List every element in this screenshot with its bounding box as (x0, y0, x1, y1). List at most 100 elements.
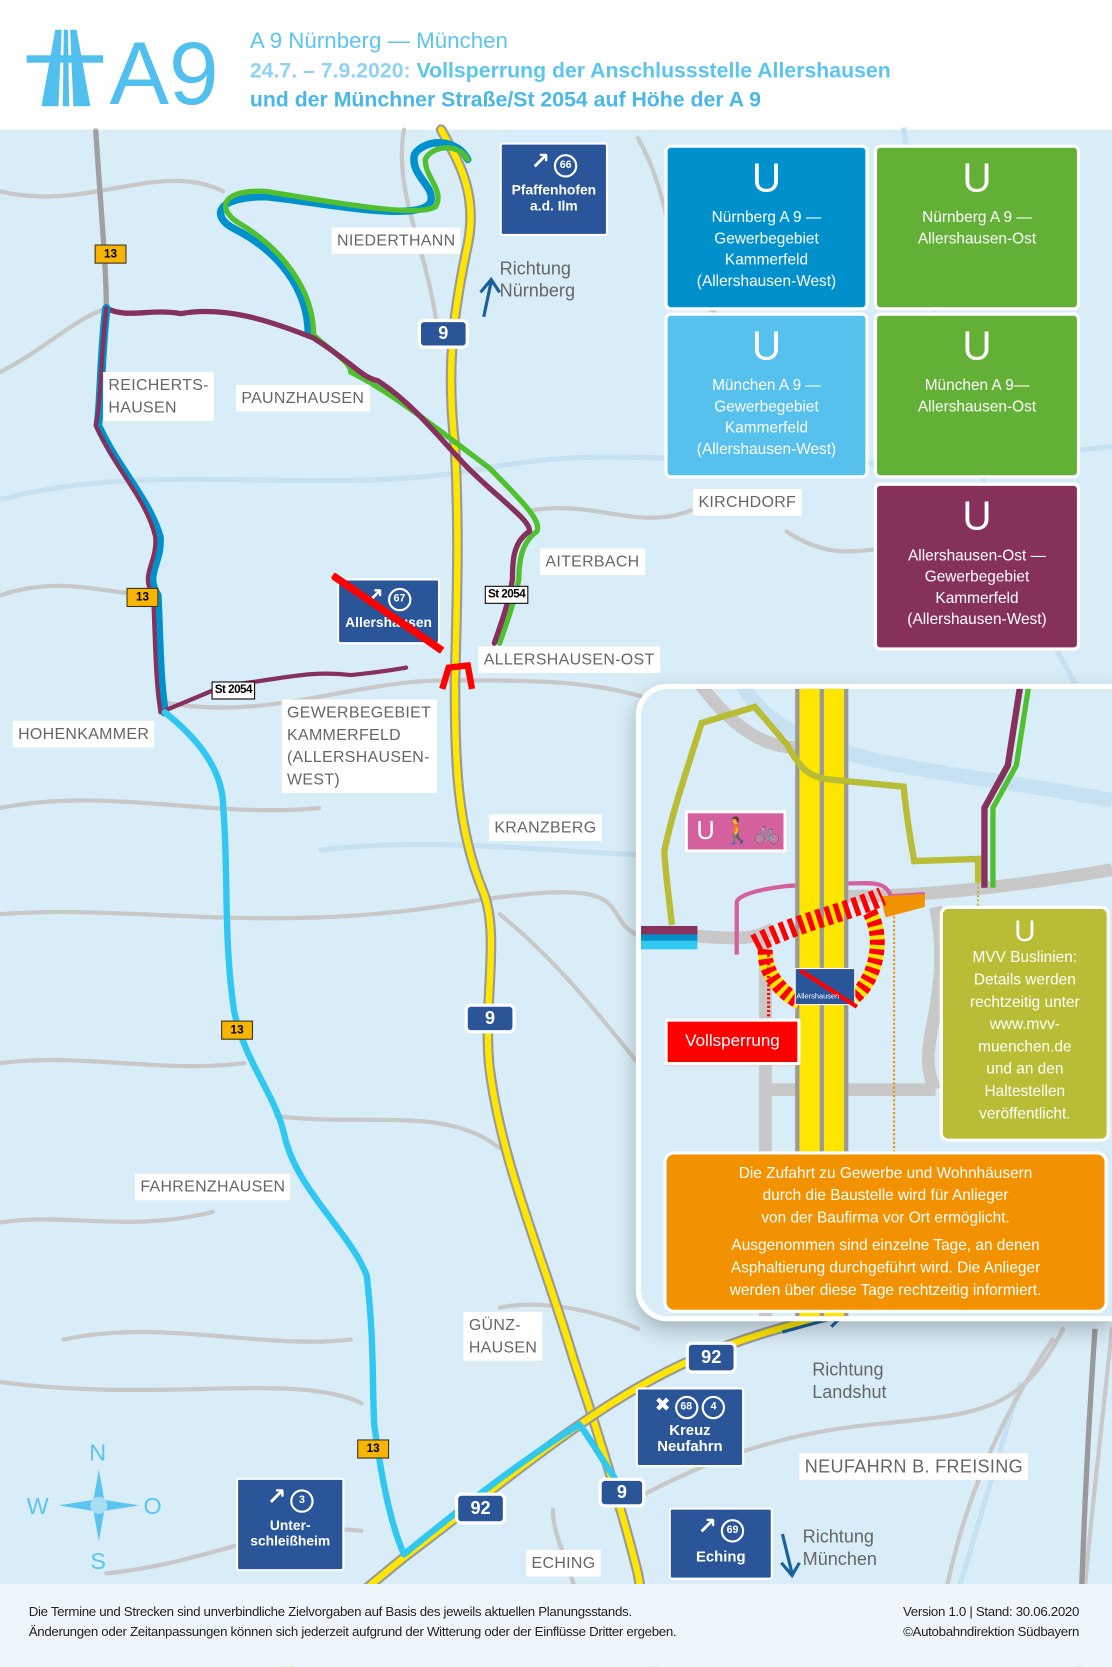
b13-shield: 13 (357, 1439, 390, 1459)
autobahn-logo-icon: A9 (26, 28, 219, 108)
detour-u-icon: U (696, 816, 715, 846)
detour-u-icon: U (751, 324, 782, 369)
disclaimer-line: Änderungen oder Zeitanpassungen können s… (28, 1624, 677, 1640)
detour-u-icon: U (962, 494, 992, 539)
exit-number: 67 (387, 587, 412, 612)
place-paunzhausen: PAUNZHAUSEN (236, 384, 370, 412)
compass-o: O (143, 1492, 162, 1520)
route-title: A 9 Nürnberg — München (249, 28, 508, 54)
mvv-text: Details werden (973, 971, 1076, 989)
place-reichertshausen: REICHERTS- HAUSEN (103, 372, 215, 421)
place-aiterbach: AITERBACH (540, 548, 645, 576)
place-text: REICHERTS- (108, 376, 209, 395)
pedestrian-icon: 🚶 (721, 816, 754, 846)
detour-u-icon: U (962, 156, 992, 201)
mvv-text: Haltestellen (984, 1083, 1066, 1101)
place-text: WEST) (287, 770, 341, 789)
notice-text: von der Baufirma vor Ort ermöglicht. (761, 1209, 1010, 1227)
arrow-north-icon (479, 276, 501, 318)
closure-title: 24.7. – 7.9.2020: Vollsperrung der Ansch… (250, 60, 891, 84)
place-hohenkammer: HOHENKAMMER (12, 720, 155, 748)
compass-s: S (90, 1547, 106, 1575)
mvv-text: veröffentlicht. (979, 1105, 1071, 1123)
pedestrian-cyclist-sign: U 🚶🚲 (684, 810, 787, 853)
header: A9 A 9 Nürnberg — München 24.7. – 7.9.20… (0, 0, 1112, 130)
a9-shield: 9 (464, 1003, 516, 1034)
bicycle-icon: 🚲 (753, 820, 781, 845)
legend-text: Kammerfeld (724, 251, 809, 269)
place-fahrenzhausen: FAHRENZHAUSEN (135, 1173, 291, 1201)
mvv-text: rechtzeitig unter (969, 993, 1080, 1012)
a9-shield: 9 (598, 1477, 646, 1508)
legend-text: Nürnberg A 9 — (711, 209, 822, 227)
legend-text: Nürnberg A 9 — (922, 209, 1032, 227)
sign-text: schleißheim (250, 1532, 331, 1549)
route-light-blue (161, 709, 626, 1558)
closure-dates: 24.7. – 7.9.2020: (249, 59, 411, 83)
version-info: Version 1.0 | Stand: 30.06.2020 ©Autobahn… (903, 1602, 1079, 1642)
compass-w: W (26, 1492, 49, 1520)
legend-text: Allershausen-Ost (917, 398, 1037, 416)
place-kirchdorf: KIRCHDORF (693, 489, 802, 516)
st2054-shield: St 2054 (211, 681, 256, 700)
sign-text: Neufahrn (657, 1437, 723, 1455)
sign-text: a.d. Ilm (530, 197, 578, 214)
legend-text: München A 9— (924, 377, 1030, 395)
b13-shield: 13 (94, 244, 127, 264)
mvv-text: www.mvv- (989, 1016, 1060, 1034)
closed-cross-icon (331, 573, 445, 654)
compass: N S W O (26, 1439, 165, 1575)
exit-number: 3 (290, 1488, 314, 1513)
place-neufahrn: NEUFAHRN B. FREISING (799, 1453, 1029, 1480)
sign-text: Pfaffenhofen (511, 181, 597, 198)
legend-text: Gewerbegebiet (714, 398, 819, 416)
route-olive (661, 703, 982, 926)
disclaimer-line: Die Termine und Strecken sind unverbindl… (28, 1604, 632, 1620)
copyright: ©Autobahndirektion Südbayern (903, 1624, 1080, 1640)
legend-text: Allershausen-Ost — (908, 547, 1046, 565)
place-text: HAUSEN (108, 398, 177, 417)
a9-motorway (437, 126, 657, 1667)
detour-u-icon: U (962, 324, 992, 369)
detail-inset: Allershausen U 🚶🚲 Vollsperrung U MVV Bus… (635, 683, 1112, 1322)
footer: Die Termine und Strecken sind unverbindl… (0, 1584, 1112, 1667)
compass-rose-icon (58, 1469, 140, 1542)
legend-text: Kammerfeld (935, 590, 1019, 608)
place-text: KAMMERFELD (287, 726, 401, 745)
arrow-south-icon (780, 1533, 801, 1579)
legend-text: München A 9 — (712, 377, 821, 395)
notice-text: werden über diese Tage rechtzeitig infor… (729, 1282, 1042, 1300)
closure-line-2: und der Münchner Straße/St 2054 auf Höhe… (249, 88, 762, 112)
version: Version 1.0 | Stand: 30.06.2020 (902, 1604, 1080, 1620)
exit-icon: ↗ (697, 1512, 717, 1540)
legend-text: Kammerfeld (724, 419, 809, 437)
direction-text: Landshut (812, 1382, 887, 1403)
place-niederthann: NIEDERTHANN (331, 227, 461, 255)
interchange-icon: ✖ (654, 1394, 671, 1416)
detour-routes (93, 139, 626, 1558)
disclaimer: Die Termine und Strecken sind unverbindl… (29, 1602, 677, 1642)
legend-text: (Allershausen-West) (907, 611, 1047, 629)
direction-text: Richtung (812, 1359, 884, 1380)
exit-number: 68 (674, 1395, 698, 1420)
detour-u-icon: U (1014, 914, 1036, 948)
legend-text: Allershausen-Ost (917, 230, 1037, 248)
st2054-shield: St 2054 (484, 585, 529, 604)
sign-text: Kreuz (669, 1421, 711, 1439)
legend-muenchen-ost: U München A 9— Allershausen-Ost (873, 312, 1081, 479)
exit-number: 66 (553, 153, 578, 178)
exit-number: 69 (720, 1518, 745, 1543)
legend-text: (Allershausen-West) (696, 441, 837, 459)
a92-shield: 92 (455, 1492, 507, 1525)
notice-text: Ausgenommen sind einzelne Tage, an denen (731, 1237, 1040, 1255)
legend-text: (Allershausen-West) (696, 273, 837, 291)
